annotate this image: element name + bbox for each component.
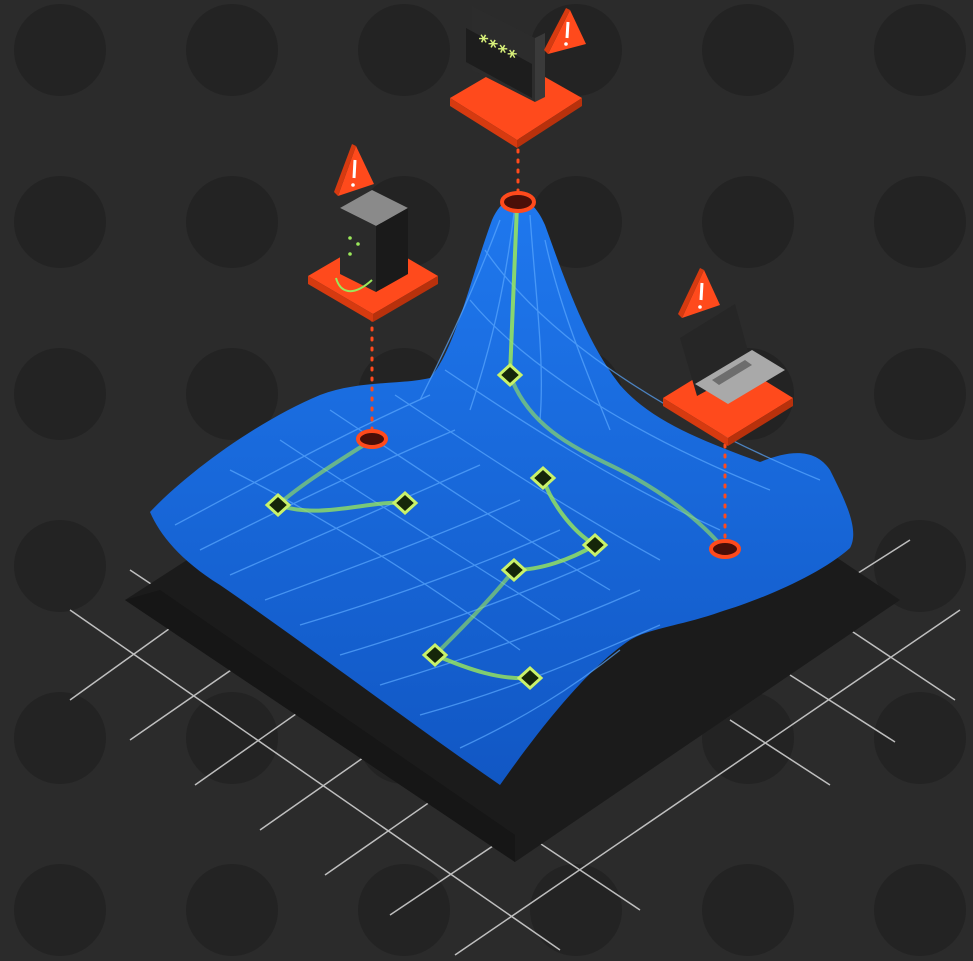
endpoint-ring-peak [502, 193, 534, 211]
background-dot [14, 520, 106, 612]
warning-triangle-icon [678, 268, 720, 318]
background-dot [14, 864, 106, 956]
background-dot [874, 4, 966, 96]
endpoint-ring-server [358, 431, 386, 447]
background-dot [702, 176, 794, 268]
background-dot [186, 4, 278, 96]
background-dot [874, 348, 966, 440]
background-dot [14, 4, 106, 96]
background-dot [14, 176, 106, 268]
background-dot [186, 864, 278, 956]
warning-triangle-icon [334, 144, 374, 196]
background-dot [702, 4, 794, 96]
background-dot [186, 692, 278, 784]
endpoint-ring-laptop [711, 541, 739, 557]
background-dot [358, 4, 450, 96]
background-dot [874, 176, 966, 268]
background-dot [14, 348, 106, 440]
background-dot [874, 864, 966, 956]
background-dot [358, 864, 450, 956]
background-dot [530, 864, 622, 956]
background-dot [186, 176, 278, 268]
background-dot [702, 864, 794, 956]
background-dot [14, 692, 106, 784]
